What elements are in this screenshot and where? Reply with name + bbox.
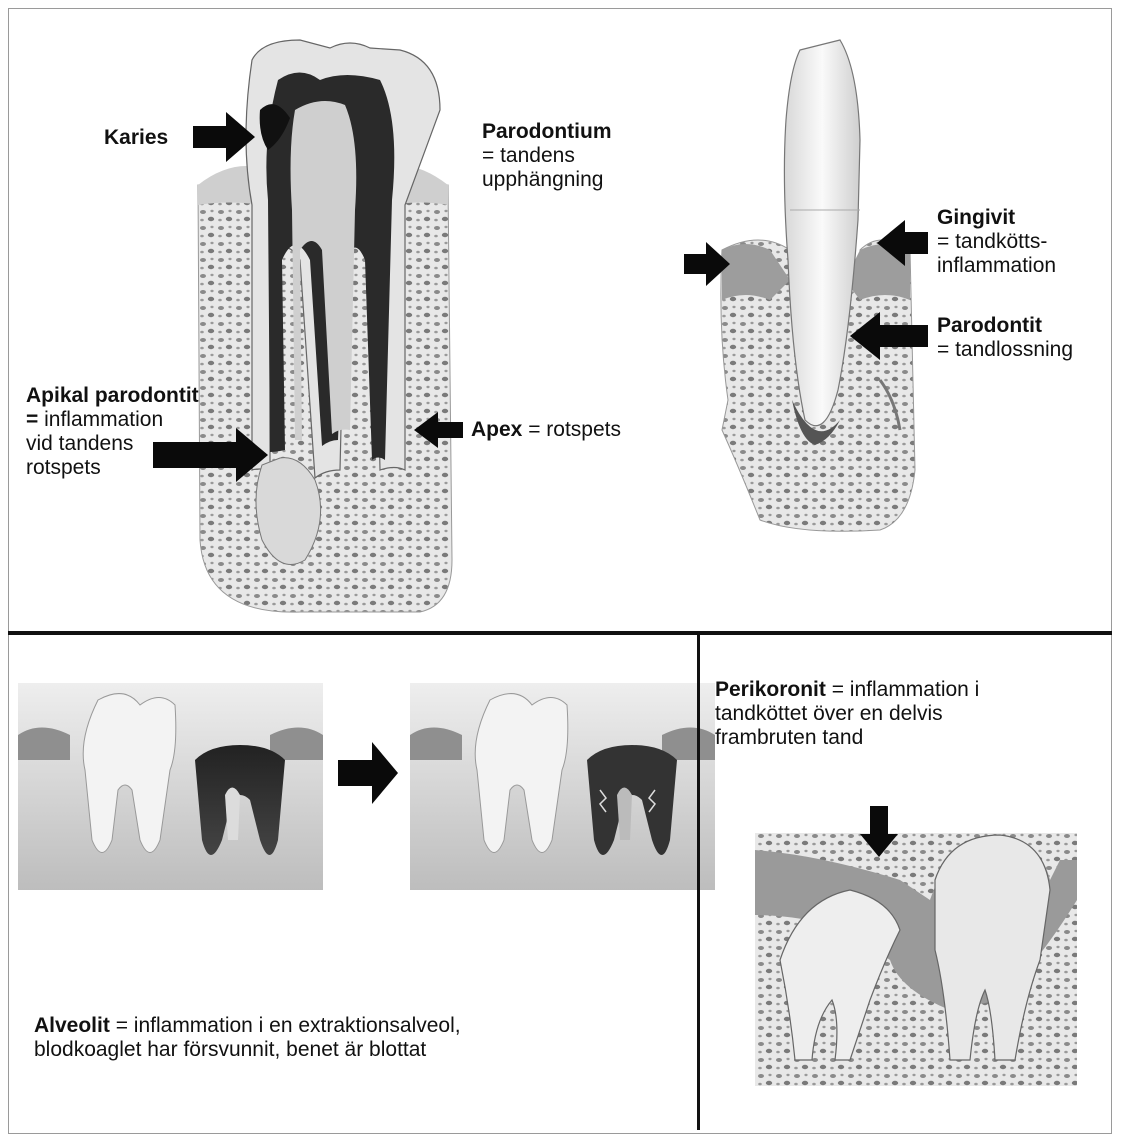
karies-arrow (193, 112, 255, 162)
label-apikal-parodontit: Apikal parodontit = inflammation vid tan… (26, 384, 199, 480)
alveolit-before-panel (18, 683, 323, 890)
label-parodontium: Parodontium = tandens upphängning (482, 120, 612, 192)
label-apex: Apex = rotspets (471, 418, 621, 442)
label-gingivit: Gingivit = tandkötts- inflammation (937, 206, 1056, 278)
label-alveolit: Alveolit = inflammation i en extraktions… (34, 1014, 461, 1062)
incisor-periodontitis (721, 40, 915, 531)
horizontal-divider (8, 631, 1112, 635)
perikoronit-illustration (755, 833, 1077, 1086)
transition-arrow (338, 742, 398, 804)
label-parodontit: Parodontit = tandlossning (937, 314, 1073, 362)
vertical-divider (697, 633, 700, 1130)
label-karies: Karies (104, 126, 168, 150)
alveolit-after-panel (410, 683, 715, 890)
label-perikoronit: Perikoronit = inflammation i tandköttet … (715, 678, 979, 750)
